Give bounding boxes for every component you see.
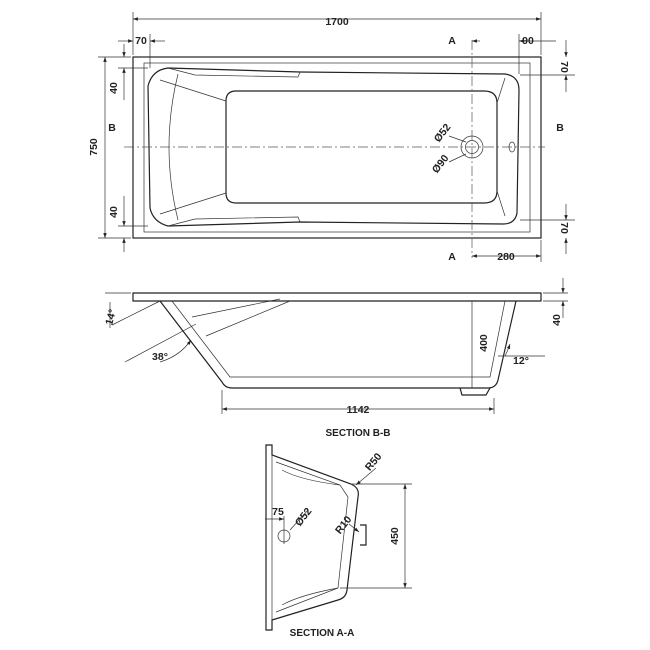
sec-b-right: B — [556, 122, 564, 134]
dim-length-text: 1700 — [325, 16, 349, 28]
bb-backrest — [191, 298, 291, 337]
dim-waste-offset-text: 280 — [497, 251, 515, 263]
plan-basin-floor — [225, 90, 498, 204]
plan-rim-inner — [143, 62, 531, 233]
bb-waste-outlet — [459, 387, 491, 396]
waste-outer — [460, 135, 484, 159]
aa-inner-profile — [275, 461, 349, 613]
bb-depth-text: 400 — [478, 334, 490, 352]
bb-angle-foot-text: 12° — [513, 355, 529, 367]
aa-overflow-offset-text: 75 — [272, 506, 284, 518]
plan-backrest-bottom — [167, 216, 301, 227]
sec-a-bottom: A — [448, 251, 456, 263]
dim-width-text: 750 — [88, 138, 100, 156]
overflow-dia-text: Ø52 — [432, 122, 454, 145]
plan-basin-outline — [147, 67, 520, 227]
bb-angle-end-text: 14° — [103, 308, 119, 326]
dim-end-right-text: 90 — [522, 35, 534, 47]
plan-backrest-top — [167, 67, 301, 78]
plan-facet-lines — [159, 77, 506, 217]
aa-caption: SECTION A-A — [290, 628, 355, 639]
bb-rim — [132, 292, 542, 302]
dim-rim-bottom-left-text: 40 — [108, 206, 120, 218]
aa-radius-top-text: R50 — [363, 451, 385, 474]
sec-a-top: A — [448, 35, 456, 47]
aa-overflow-dia-text: Ø52 — [293, 506, 315, 529]
dim-side-top-right-text: 70 — [558, 61, 570, 73]
bb-outer-shell — [159, 300, 517, 389]
plan-view: 1700 70 A 90 750 40 40 B B — [88, 12, 575, 263]
dim-end-left-text: 70 — [135, 35, 147, 47]
bb-caption: SECTION B-B — [326, 428, 391, 439]
overflow-hole — [508, 141, 516, 153]
dim-side-bottom-right-text: 70 — [558, 222, 570, 234]
bb-inner-shell — [171, 300, 506, 378]
aa-height-text: 450 — [389, 527, 401, 545]
aa-radius-low-text: R10 — [333, 514, 354, 537]
waste-dia-text: Ø90 — [430, 153, 452, 176]
aa-overflow-stub — [360, 524, 367, 546]
sec-b-left: B — [108, 122, 116, 134]
waste-inner — [465, 140, 479, 154]
aa-outer-profile — [265, 444, 359, 631]
bb-rim-text: 40 — [551, 314, 563, 326]
bb-angle-back-text: 38° — [152, 351, 168, 363]
plan-outer-rim — [132, 56, 542, 239]
dim-rim-top-left-text: 40 — [108, 82, 120, 94]
bb-base-length-text: 1142 — [347, 404, 370, 416]
section-aa: 75 Ø52 R50 R10 450 SECTION A-A — [265, 444, 412, 639]
section-bb: 14° 38° 400 12° 40 1142 SECTION B-B — [103, 278, 568, 439]
aa-facets — [281, 469, 341, 606]
